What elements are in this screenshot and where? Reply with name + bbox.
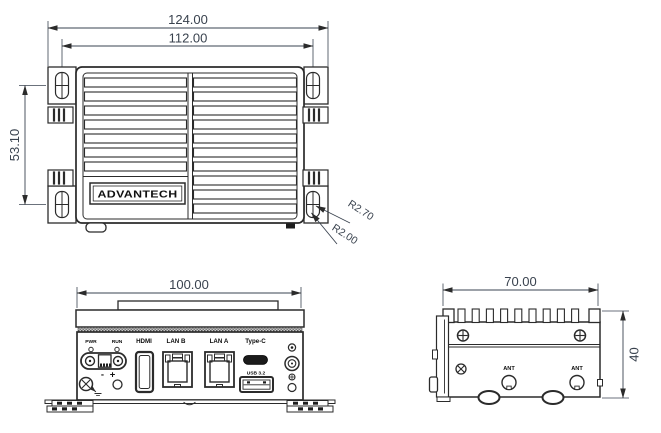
heatsink-castellation	[442, 308, 601, 324]
front-view: 100.00 PWR RUN - +	[44, 277, 336, 413]
usb-c-port-icon	[243, 355, 268, 365]
lan-a-port-icon rj45-port-icon	[204, 351, 235, 388]
antenna-hole-icon	[569, 374, 585, 391]
bottom-mounting-plate	[44, 399, 336, 413]
radius-callout-1: R2.70	[346, 198, 376, 223]
din-clip-icon	[46, 168, 75, 188]
dim-height: 53.10	[7, 129, 22, 162]
run-led-label: RUN	[112, 339, 123, 345]
dim-side-width: 70.00	[504, 274, 537, 289]
dim-width-inner: 112.00	[169, 31, 208, 46]
led-hole-icon	[114, 346, 120, 353]
dim-side-height: 40	[627, 347, 642, 361]
screw-hole-icon	[287, 343, 297, 352]
side-left-bracket	[428, 315, 451, 402]
antenna-hole-icon	[501, 374, 517, 391]
advantech-logo: ADVANTECH	[89, 182, 186, 205]
antenna-hole-icon	[291, 362, 293, 365]
led-hole-icon	[88, 346, 94, 353]
dimension-side-width: 70.00	[442, 274, 599, 306]
usb-a-port-icon	[239, 376, 274, 393]
dimension-side-height: 40	[602, 310, 642, 399]
ant-label-2: ANT	[571, 366, 583, 372]
rubber-foot-icon	[477, 390, 501, 405]
button-hole-icon	[287, 382, 297, 393]
top-view: 124.00 112.00 53.10	[7, 12, 376, 247]
radius-callout-2: R2.00	[330, 222, 360, 247]
pwr-led-label: PWR	[85, 339, 97, 345]
antenna-hole-icon	[287, 359, 297, 368]
heatsink-frame	[82, 72, 298, 220]
usb-label: USB 3.2	[247, 371, 266, 377]
side-connector-icon	[428, 376, 439, 393]
type-c-label: Type-C	[245, 338, 266, 345]
button-hole-icon	[112, 379, 123, 390]
lan-b-port-icon rj45-port-icon	[162, 351, 193, 388]
dimension-front-width: 100.00	[76, 277, 302, 308]
side-edge-detail	[597, 379, 603, 387]
led-hole-icon	[288, 373, 296, 381]
dimension-height: 53.10	[7, 85, 46, 205]
hdmi-port-icon	[134, 350, 155, 394]
antenna-hole-icon	[284, 355, 300, 372]
panel-right-details	[284, 343, 300, 393]
ant-label-1: ANT	[503, 366, 515, 372]
mounting-foot-icon	[85, 222, 107, 233]
screw-hole-icon	[290, 346, 294, 349]
polarity-minus: -	[101, 370, 104, 381]
polarity-plus: +	[110, 370, 116, 381]
dimension-outer-width: 124.00	[47, 12, 329, 66]
lan-a-label: LAN A	[210, 338, 229, 345]
mounting-foot-icon	[286, 223, 295, 229]
lan-b-label: LAN B	[167, 338, 186, 345]
top-flange	[75, 309, 305, 328]
advantech-logo-text: ADVANTECH	[98, 189, 178, 201]
ground-screw-icon	[78, 376, 102, 396]
phillips-screw-icon	[573, 329, 587, 342]
dim-front-width: 100.00	[169, 277, 209, 292]
din-clip-icon	[46, 105, 75, 125]
torx-screw-icon	[455, 363, 467, 375]
heatsink-top-edge	[117, 300, 279, 311]
terminal-block-icon	[80, 352, 127, 370]
din-clip-icon	[301, 105, 330, 125]
dimension-inner-width: 112.00	[61, 31, 314, 71]
side-view: 70.00 40	[428, 274, 642, 405]
phillips-screw-icon	[456, 329, 470, 342]
din-clip-icon	[301, 168, 330, 188]
rubber-foot-icon	[541, 390, 565, 405]
hdmi-label: HDMI	[136, 338, 152, 345]
heatsink-fins-right	[192, 77, 298, 214]
dim-width-outer: 124.00	[168, 12, 208, 27]
heatsink-fins-left	[82, 77, 189, 177]
